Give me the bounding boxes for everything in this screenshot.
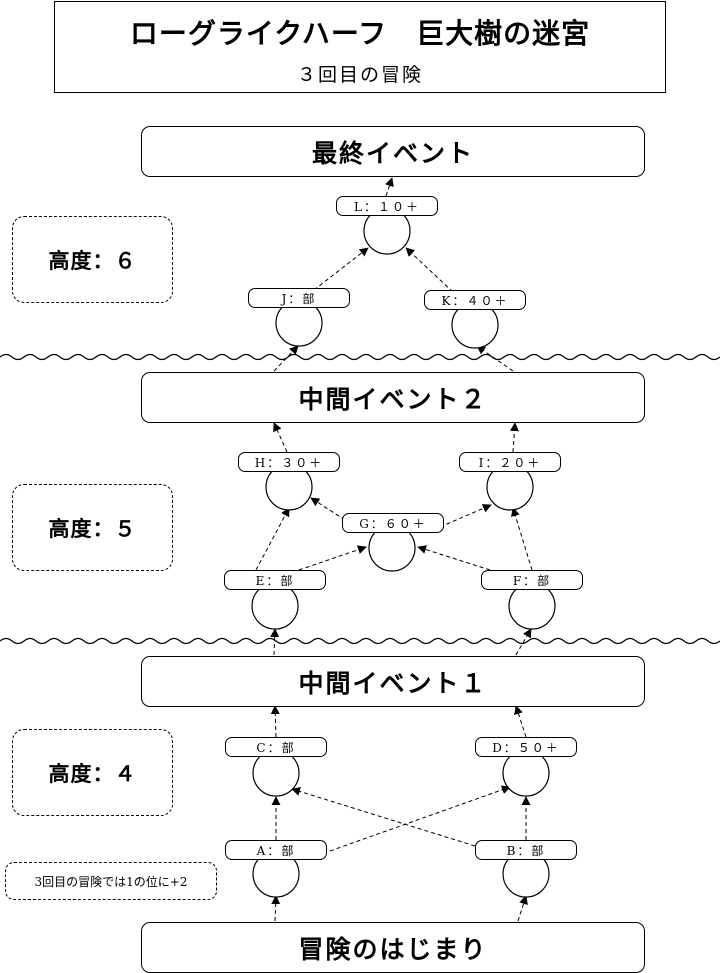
edge-j-l bbox=[313, 247, 369, 291]
edge-f-i bbox=[511, 507, 533, 571]
node-h-label: H：３０＋ bbox=[238, 452, 340, 472]
altitude-separator-wave bbox=[0, 637, 720, 645]
mid-event-2-box: 中間イベント２ bbox=[141, 372, 645, 423]
start-event-box: 冒険のはじまり bbox=[141, 922, 645, 973]
node-a-label: A：部 bbox=[225, 840, 327, 860]
page-title: ローグライクハーフ 巨大樹の迷宮 bbox=[129, 17, 591, 50]
node-e-label: E：部 bbox=[224, 570, 326, 590]
edge-i-mid2 bbox=[509, 422, 519, 453]
edge-k-l bbox=[405, 247, 454, 293]
edge-a-d bbox=[329, 785, 511, 852]
edge-f-g bbox=[417, 545, 491, 571]
node-k-label: K：４０＋ bbox=[424, 290, 526, 310]
height-5-box: 高度：５ bbox=[12, 484, 173, 571]
edge-start-a bbox=[271, 895, 281, 922]
node-d-label: D：５０＋ bbox=[475, 737, 577, 757]
edge-d-mid1 bbox=[514, 705, 527, 738]
mid-event-1-box: 中間イベント１ bbox=[141, 656, 645, 707]
edge-mid2-j bbox=[273, 345, 299, 372]
edge-mid2-k bbox=[476, 345, 514, 372]
title-box: ローグライクハーフ 巨大樹の迷宮 ３回目の冒険 bbox=[54, 1, 666, 93]
edge-e-h bbox=[255, 507, 290, 571]
edge-h-mid2 bbox=[273, 422, 288, 453]
height-4-box: 高度：４ bbox=[12, 729, 173, 816]
page-subtitle: ３回目の冒険 bbox=[296, 64, 423, 86]
edge-mid1-f bbox=[515, 628, 532, 656]
edge-c-mid1 bbox=[270, 705, 280, 738]
final-event-box: 最終イベント bbox=[141, 126, 645, 177]
edge-e-g bbox=[298, 545, 367, 571]
edge-b-c bbox=[291, 787, 476, 847]
node-b-label: B：部 bbox=[475, 840, 577, 860]
edge-g-h bbox=[310, 497, 346, 521]
node-f-label: F：部 bbox=[481, 570, 583, 590]
edge-g-i bbox=[439, 504, 492, 528]
node-c-label: C：部 bbox=[225, 737, 327, 757]
height-6-box: 高度：６ bbox=[12, 216, 173, 303]
node-l-label: L：１０＋ bbox=[336, 196, 438, 216]
edge-start-b bbox=[517, 895, 528, 922]
node-j-label: J：部 bbox=[248, 288, 350, 308]
edge-mid1-e bbox=[270, 628, 280, 656]
edge-l-final bbox=[385, 177, 394, 197]
altitude-separator-wave bbox=[0, 353, 720, 361]
adventure-note: 3回目の冒険では1の位に+2 bbox=[5, 862, 217, 900]
node-i-label: I：２０＋ bbox=[459, 452, 561, 472]
node-g-label: G：６０＋ bbox=[342, 513, 444, 533]
